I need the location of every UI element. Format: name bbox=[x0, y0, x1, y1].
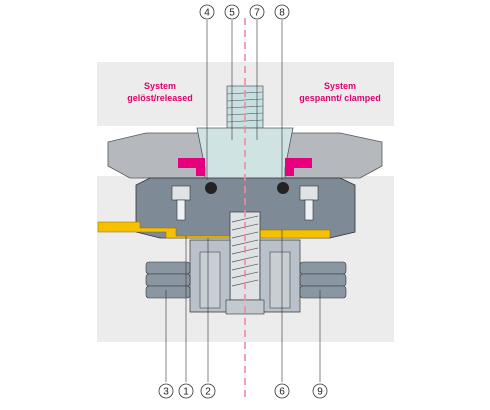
callout-top-7: 7 bbox=[249, 4, 265, 20]
label-released-title: System bbox=[143, 81, 177, 91]
callout-bottom-2: 2 bbox=[200, 383, 216, 399]
label-clamped-title: System bbox=[323, 81, 357, 91]
svg-text:3: 3 bbox=[163, 387, 169, 398]
screw-shank-right bbox=[304, 199, 314, 221]
svg-text:9: 9 bbox=[317, 387, 323, 398]
svg-text:8: 8 bbox=[279, 8, 285, 19]
seal-right bbox=[285, 158, 312, 176]
bottom-leaders bbox=[165, 230, 321, 382]
svg-text:5: 5 bbox=[229, 8, 235, 19]
ball-right bbox=[277, 182, 289, 194]
label-clamped: System gespannt/ clamped bbox=[288, 80, 392, 104]
ball-left bbox=[205, 182, 217, 194]
top-leaders bbox=[206, 20, 283, 180]
svg-text:6: 6 bbox=[279, 387, 285, 398]
label-released-subtitle: gelöst/released bbox=[127, 93, 193, 103]
label-clamped-subtitle: gespannt/ clamped bbox=[299, 93, 381, 103]
seal-left bbox=[178, 158, 205, 176]
lower-inner-right bbox=[269, 251, 291, 309]
screw-head-left bbox=[171, 185, 191, 201]
callout-bottom-6: 6 bbox=[274, 383, 290, 399]
svg-text:4: 4 bbox=[204, 8, 210, 19]
spring-pack-left bbox=[145, 261, 191, 299]
callout-top-5: 5 bbox=[224, 4, 240, 20]
spring-pack-right bbox=[299, 261, 347, 299]
callout-bottom-1: 1 bbox=[178, 383, 194, 399]
svg-text:7: 7 bbox=[254, 8, 260, 19]
callout-top-8: 8 bbox=[274, 4, 290, 20]
callout-bottom-9: 9 bbox=[312, 383, 328, 399]
callout-bottom-3: 3 bbox=[158, 383, 174, 399]
label-released: System gelöst/released bbox=[110, 80, 210, 104]
svg-text:2: 2 bbox=[205, 387, 211, 398]
screw-shank-left bbox=[176, 199, 186, 221]
svg-text:1: 1 bbox=[183, 387, 189, 398]
screw-head-right bbox=[299, 185, 319, 201]
lower-inner-left bbox=[199, 251, 221, 309]
callout-top-4: 4 bbox=[199, 4, 215, 20]
